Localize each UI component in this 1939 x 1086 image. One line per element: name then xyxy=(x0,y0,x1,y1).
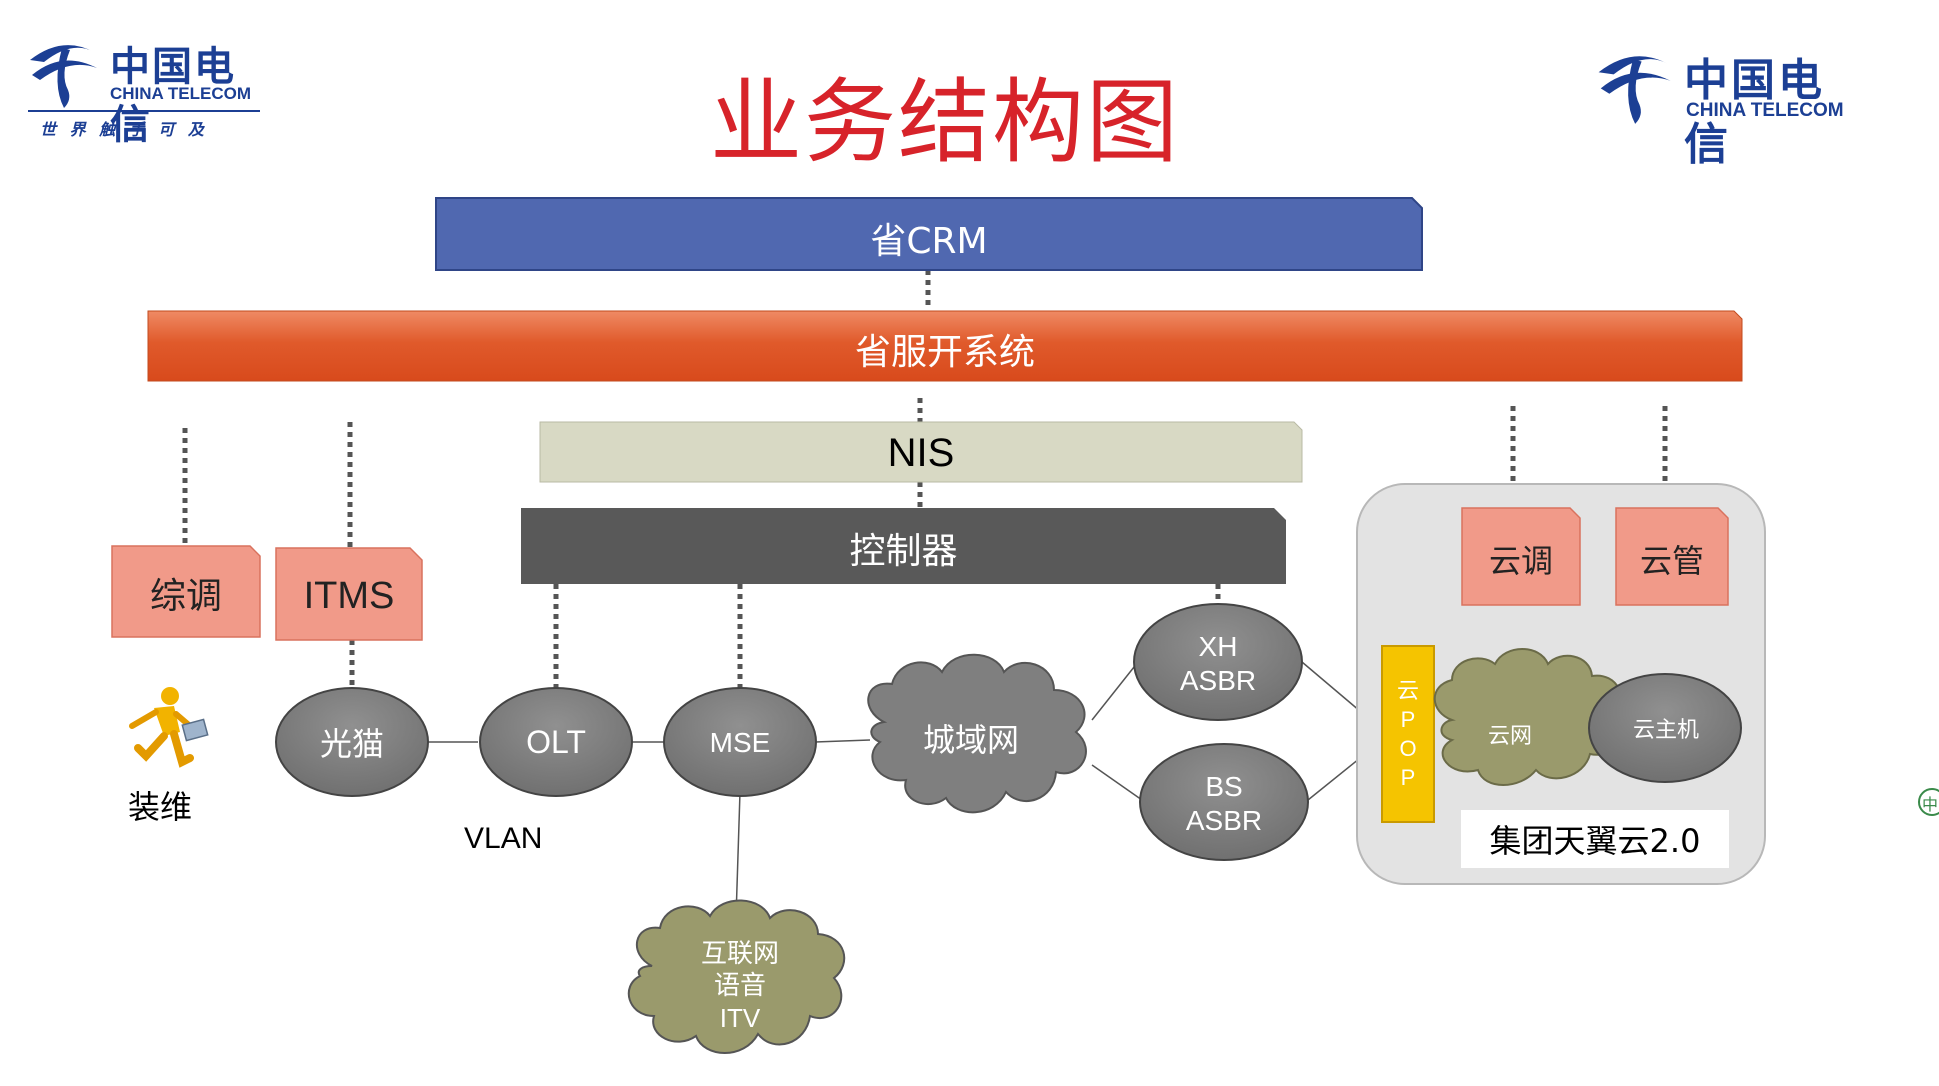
bs-asbr-label: BS ASBR xyxy=(1140,770,1308,838)
logo-right-en: CHINA TELECOM xyxy=(1686,100,1844,121)
logo-left-slogan: 世 界 触 手 可 及 xyxy=(40,120,208,139)
internet-cloud xyxy=(627,899,846,1054)
cloud-pop-label: 云 P O P xyxy=(1382,676,1434,792)
worker-running-icon xyxy=(129,687,209,768)
cloud-pop-char1: 云 xyxy=(1396,678,1419,703)
xh-asbr-node xyxy=(1133,603,1303,721)
yuntiao-box xyxy=(1461,507,1581,606)
bs-asbr-node xyxy=(1139,743,1309,861)
guangmao-label: 光猫 xyxy=(319,725,384,763)
cloud-pop-char4: P xyxy=(1400,765,1416,790)
yunguan-label: 云管 xyxy=(1639,541,1704,580)
controller-bar xyxy=(521,508,1286,584)
logo-right: 中国电信 CHINA TELECOM xyxy=(1590,40,1870,170)
metro-cloud xyxy=(867,653,1087,814)
nis-label: NIS xyxy=(887,431,955,475)
edge-logo-fragment: 中 xyxy=(1922,795,1939,814)
yunwang-label: 云网 xyxy=(1487,724,1532,749)
bs-asbr-line2: ASBR xyxy=(1185,805,1263,836)
xh-asbr-line1: XH xyxy=(1198,631,1238,662)
zongtiao-box xyxy=(111,545,261,638)
cloud-pop-char3: O xyxy=(1399,736,1417,761)
internet-label: 互联网 语音 ITV xyxy=(660,938,820,1034)
internet-line2: 语音 xyxy=(713,971,766,1001)
logo-left: 中国电信 CHINA TELECOM 世 界 触 手 可 及 xyxy=(22,30,262,148)
yunzhuji-label: 云主机 xyxy=(1632,718,1699,743)
zongtiao-label: 综调 xyxy=(149,575,222,617)
mse-node xyxy=(663,687,817,797)
yunguan-box xyxy=(1615,507,1729,606)
logo-left-rule xyxy=(28,110,260,112)
olt-node xyxy=(479,687,633,797)
controller-label: 控制器 xyxy=(849,531,958,572)
crm-label: 省CRM xyxy=(870,220,988,262)
logo-right-cn: 中国电信 xyxy=(1684,55,1825,170)
crm-bar xyxy=(435,197,1423,271)
itms-label: ITMS xyxy=(303,574,395,617)
internet-line3: ITV xyxy=(719,1003,761,1033)
logo-left-en: CHINA TELECOM xyxy=(110,84,252,103)
metro-label: 城域网 xyxy=(922,721,1019,759)
tianyi-label: 集团天翼云2.0 xyxy=(1489,822,1701,860)
nis-bar xyxy=(539,421,1303,483)
guangmao-node xyxy=(275,687,429,797)
page-title: 业务结构图 xyxy=(710,69,1181,176)
yuntiao-label: 云调 xyxy=(1488,541,1553,580)
xh-asbr-label: XH ASBR xyxy=(1134,630,1302,698)
internet-line1: 互联网 xyxy=(700,939,779,969)
logo-left-cn: 中国电信 xyxy=(110,43,236,148)
service-open-label: 省服开系统 xyxy=(854,331,1035,373)
olt-label: OLT xyxy=(526,723,586,760)
tianyi-label-box xyxy=(1461,810,1729,868)
yunzhuji-node xyxy=(1588,673,1742,783)
zhuangwei-label: 装维 xyxy=(128,788,193,826)
cloud-pop-char2: P xyxy=(1400,707,1416,732)
mse-label: MSE xyxy=(709,727,771,758)
bs-asbr-line1: BS xyxy=(1205,771,1243,802)
service-open-bar xyxy=(147,310,1743,382)
vlan-label: VLAN xyxy=(464,822,543,855)
china-telecom-logo-icon xyxy=(30,45,97,108)
itms-box xyxy=(275,547,423,641)
xh-asbr-line2: ASBR xyxy=(1179,665,1257,696)
cloud-pop-bar xyxy=(1381,645,1435,823)
china-telecom-logo-icon xyxy=(1598,56,1671,124)
